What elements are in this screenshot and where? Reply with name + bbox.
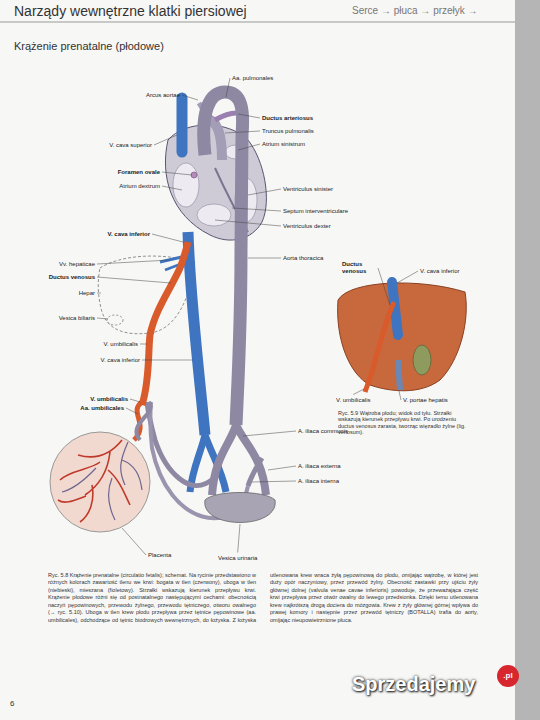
part-label: V. cava inferior (101, 357, 140, 364)
part-label: V. umbilicalis (104, 341, 138, 348)
leader-line (97, 260, 170, 264)
inset-ductus-venosus (372, 302, 394, 372)
leader-line (140, 344, 147, 345)
leader-line (232, 208, 281, 211)
part-label: Ventriculus sinister (283, 186, 333, 193)
atrium-dextrum-chamber (173, 163, 199, 207)
page-text: 6 (10, 699, 14, 708)
part-label: V. umbilicalis (90, 396, 128, 403)
part-label: Atrium sinistrum (262, 141, 305, 148)
part-label: Aa. umbilicales (80, 405, 124, 412)
part-label: A. iliaca interna (298, 478, 339, 485)
aorta-vessel (204, 92, 243, 425)
leader-line (225, 131, 260, 133)
part-label: Atrium dextrum (119, 183, 160, 190)
inset-gallbladder (413, 345, 431, 375)
leader-line (248, 258, 281, 259)
leader-line (97, 277, 171, 283)
leader-line (238, 114, 260, 118)
page-text: Ryc. 5.9 Wątroba płodu; widok od tyłu. S… (338, 410, 470, 435)
iliac-artery (236, 425, 266, 495)
part-label: Vesica urinaria (218, 555, 257, 562)
leader-line (182, 95, 198, 100)
umbilical-cord (136, 402, 150, 440)
part-label: Aa. pulmonales (232, 75, 273, 82)
leader-line (126, 408, 138, 414)
page-text: Serce → płuca → przełyk → (352, 5, 478, 17)
part-label: Placenta (148, 552, 171, 559)
part-label: Ventriculus dexter (283, 223, 331, 230)
part-label: V. cava inferior (420, 268, 459, 275)
vena-cava-superior-vessel (177, 98, 188, 152)
gallbladder-outline (107, 315, 123, 325)
leader-line (268, 466, 296, 470)
vena-umbilicalis-vessel (142, 242, 188, 405)
part-label: Ductus arteriosus (262, 115, 313, 122)
leader-line (215, 220, 281, 226)
ductus-arteriosus-vessel (215, 113, 236, 120)
placenta-disc (50, 432, 150, 532)
leader-line (399, 391, 401, 400)
placenta-vessels (62, 442, 142, 520)
screen-edge (515, 0, 540, 720)
leader-line (152, 234, 183, 242)
inset-liver (338, 283, 467, 391)
leader-line (162, 172, 192, 175)
inset-portal-vein (398, 360, 400, 390)
part-label: Foramen ovale (118, 169, 160, 176)
part-label: V. cava inferior (108, 231, 150, 238)
leader-line (252, 481, 296, 482)
part-label: Hepar (79, 290, 95, 297)
part-label: Aorta thoracica (283, 255, 323, 262)
leader-line (397, 271, 418, 283)
leader-line (97, 318, 108, 319)
leader-line (130, 399, 140, 402)
ventriculus-dexter-chamber (197, 204, 231, 226)
leader-line (226, 78, 230, 97)
part-label: Truncus pulmonalis (262, 128, 314, 135)
leader-line (162, 186, 182, 190)
watermark-badge (497, 665, 519, 687)
leader-line (154, 135, 177, 145)
watermark-text: Sprzedajemy (352, 673, 475, 696)
part-label: V. portae hepatis (403, 397, 448, 404)
part-label: Vv. hepaticae (59, 261, 95, 268)
umbilical-artery (147, 402, 214, 486)
bladder-shape (205, 493, 275, 523)
vena-cava-inferior-vessel (188, 232, 205, 435)
part-label: A. iliaca externa (298, 463, 341, 470)
leader-line (238, 144, 260, 150)
part-label: V. cava superior (109, 142, 152, 149)
page-text: Krążenie prenatalne (płodowe) (14, 40, 164, 53)
leader-line (142, 360, 193, 361)
placenta-vessels (58, 440, 130, 522)
part-label: Arcus aortae (146, 92, 180, 99)
header-rule (0, 22, 515, 23)
leader-line (378, 268, 390, 305)
leader-line (243, 431, 296, 436)
part-label: V. umbilicalis (336, 397, 370, 404)
leader-line (122, 528, 146, 555)
part-label: Septum interventriculare (283, 208, 348, 215)
inset-umbilical-vein (365, 372, 372, 392)
figure-caption: Ryc. 5.8 Krążenie prenatalne (circulatio… (48, 572, 478, 624)
part-label: Vesica biliaris (59, 315, 95, 322)
watermark-text: .pl (503, 671, 512, 680)
iliac-artery (212, 425, 236, 495)
leader-line (97, 293, 101, 294)
page-title: Narządy wewnętrzne klatki piersiowej (14, 3, 247, 19)
leader-line (238, 524, 240, 553)
part-label: Ductus venosus (342, 261, 376, 275)
leader-line (353, 389, 364, 395)
leader-line (248, 189, 281, 195)
part-label: Ductus venosus (49, 274, 95, 281)
